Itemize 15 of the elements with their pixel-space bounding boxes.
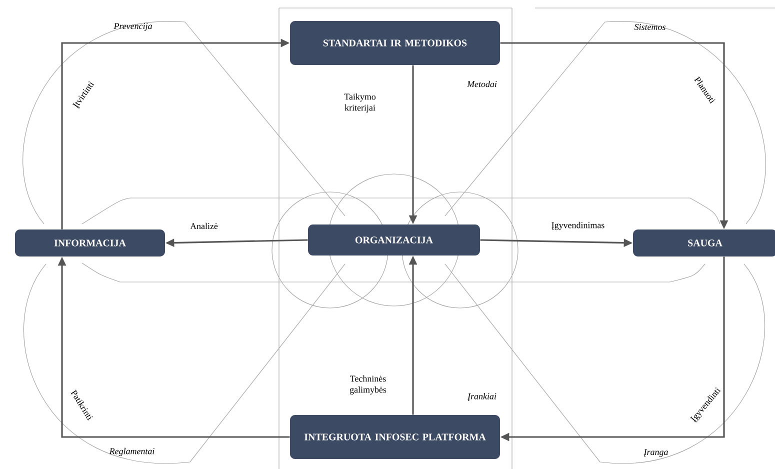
italic-label: Įranga [644, 449, 668, 457]
italic-label: Reglamentai [109, 448, 154, 456]
italic-label: Prevencija [114, 23, 152, 31]
edge-label: Įgyvendinimas [552, 222, 604, 230]
italic-label: Metodai [466, 80, 497, 88]
process-box: INTEGRUOTA INFOSEC PLATFORMA [290, 415, 500, 459]
italic-label: Įrankiai [468, 393, 496, 401]
edge-label: Techninės galimybės [350, 375, 386, 395]
process-box: STANDARTAI IR METODIKOS [290, 21, 500, 65]
process-box: SAUGA [633, 230, 775, 256]
edge-label: Analizė [190, 222, 218, 230]
italic-label: Sistemos [634, 24, 666, 30]
process-box: ORGANIZACIJA [308, 224, 480, 256]
edge-label: Taikymo kriterijai [344, 93, 376, 113]
process-box: INFORMACIJA [15, 230, 165, 256]
